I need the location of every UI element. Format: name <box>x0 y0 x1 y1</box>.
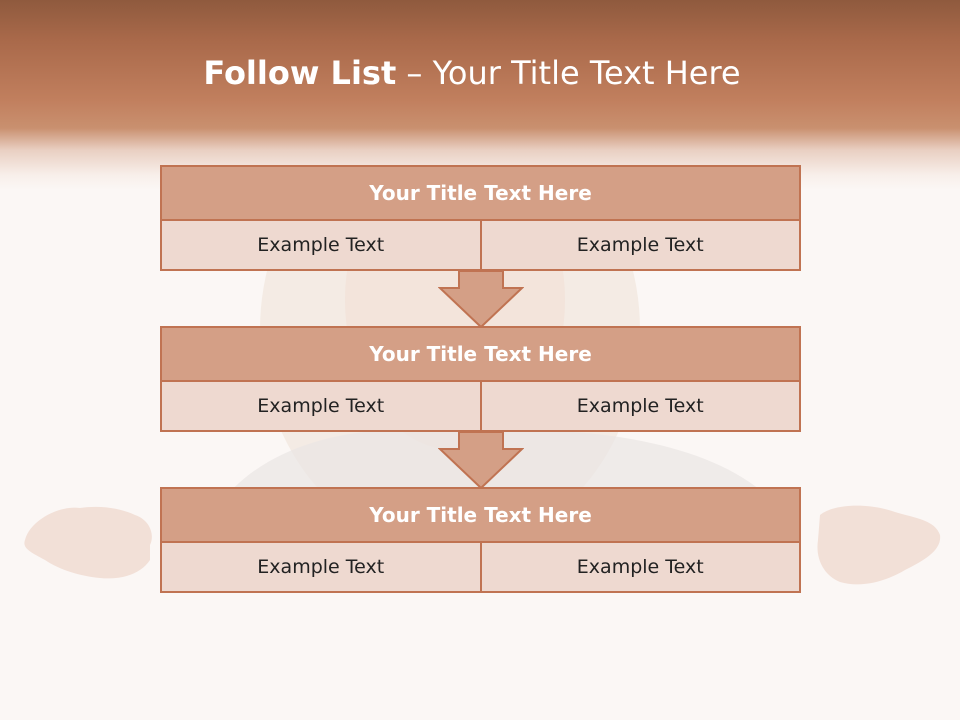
stage-1: Your Title Text Here Example Text Exampl… <box>160 165 801 271</box>
stage-cell-right: Example Text <box>481 382 801 432</box>
stage-row: Example Text Example Text <box>160 382 801 432</box>
stage-cell-right: Example Text <box>481 221 801 271</box>
stage-cell-left: Example Text <box>160 543 482 593</box>
down-arrow-icon <box>438 270 524 328</box>
slide-title-rest: – Your Title Text Here <box>396 54 741 92</box>
stage-row: Example Text Example Text <box>160 221 801 271</box>
stage-2: Your Title Text Here Example Text Exampl… <box>160 326 801 432</box>
stage-cell-left: Example Text <box>160 382 482 432</box>
header-band <box>0 0 960 190</box>
stage-title: Your Title Text Here <box>160 326 801 382</box>
stage-cell-right: Example Text <box>481 543 801 593</box>
slide-title: Follow List – Your Title Text Here <box>0 54 944 92</box>
down-arrow-icon <box>438 431 524 489</box>
stage-cell-left: Example Text <box>160 221 482 271</box>
slide-title-bold: Follow List <box>203 54 397 92</box>
stage-row: Example Text Example Text <box>160 543 801 593</box>
stage-3: Your Title Text Here Example Text Exampl… <box>160 487 801 593</box>
stage-title: Your Title Text Here <box>160 165 801 221</box>
stage-title: Your Title Text Here <box>160 487 801 543</box>
